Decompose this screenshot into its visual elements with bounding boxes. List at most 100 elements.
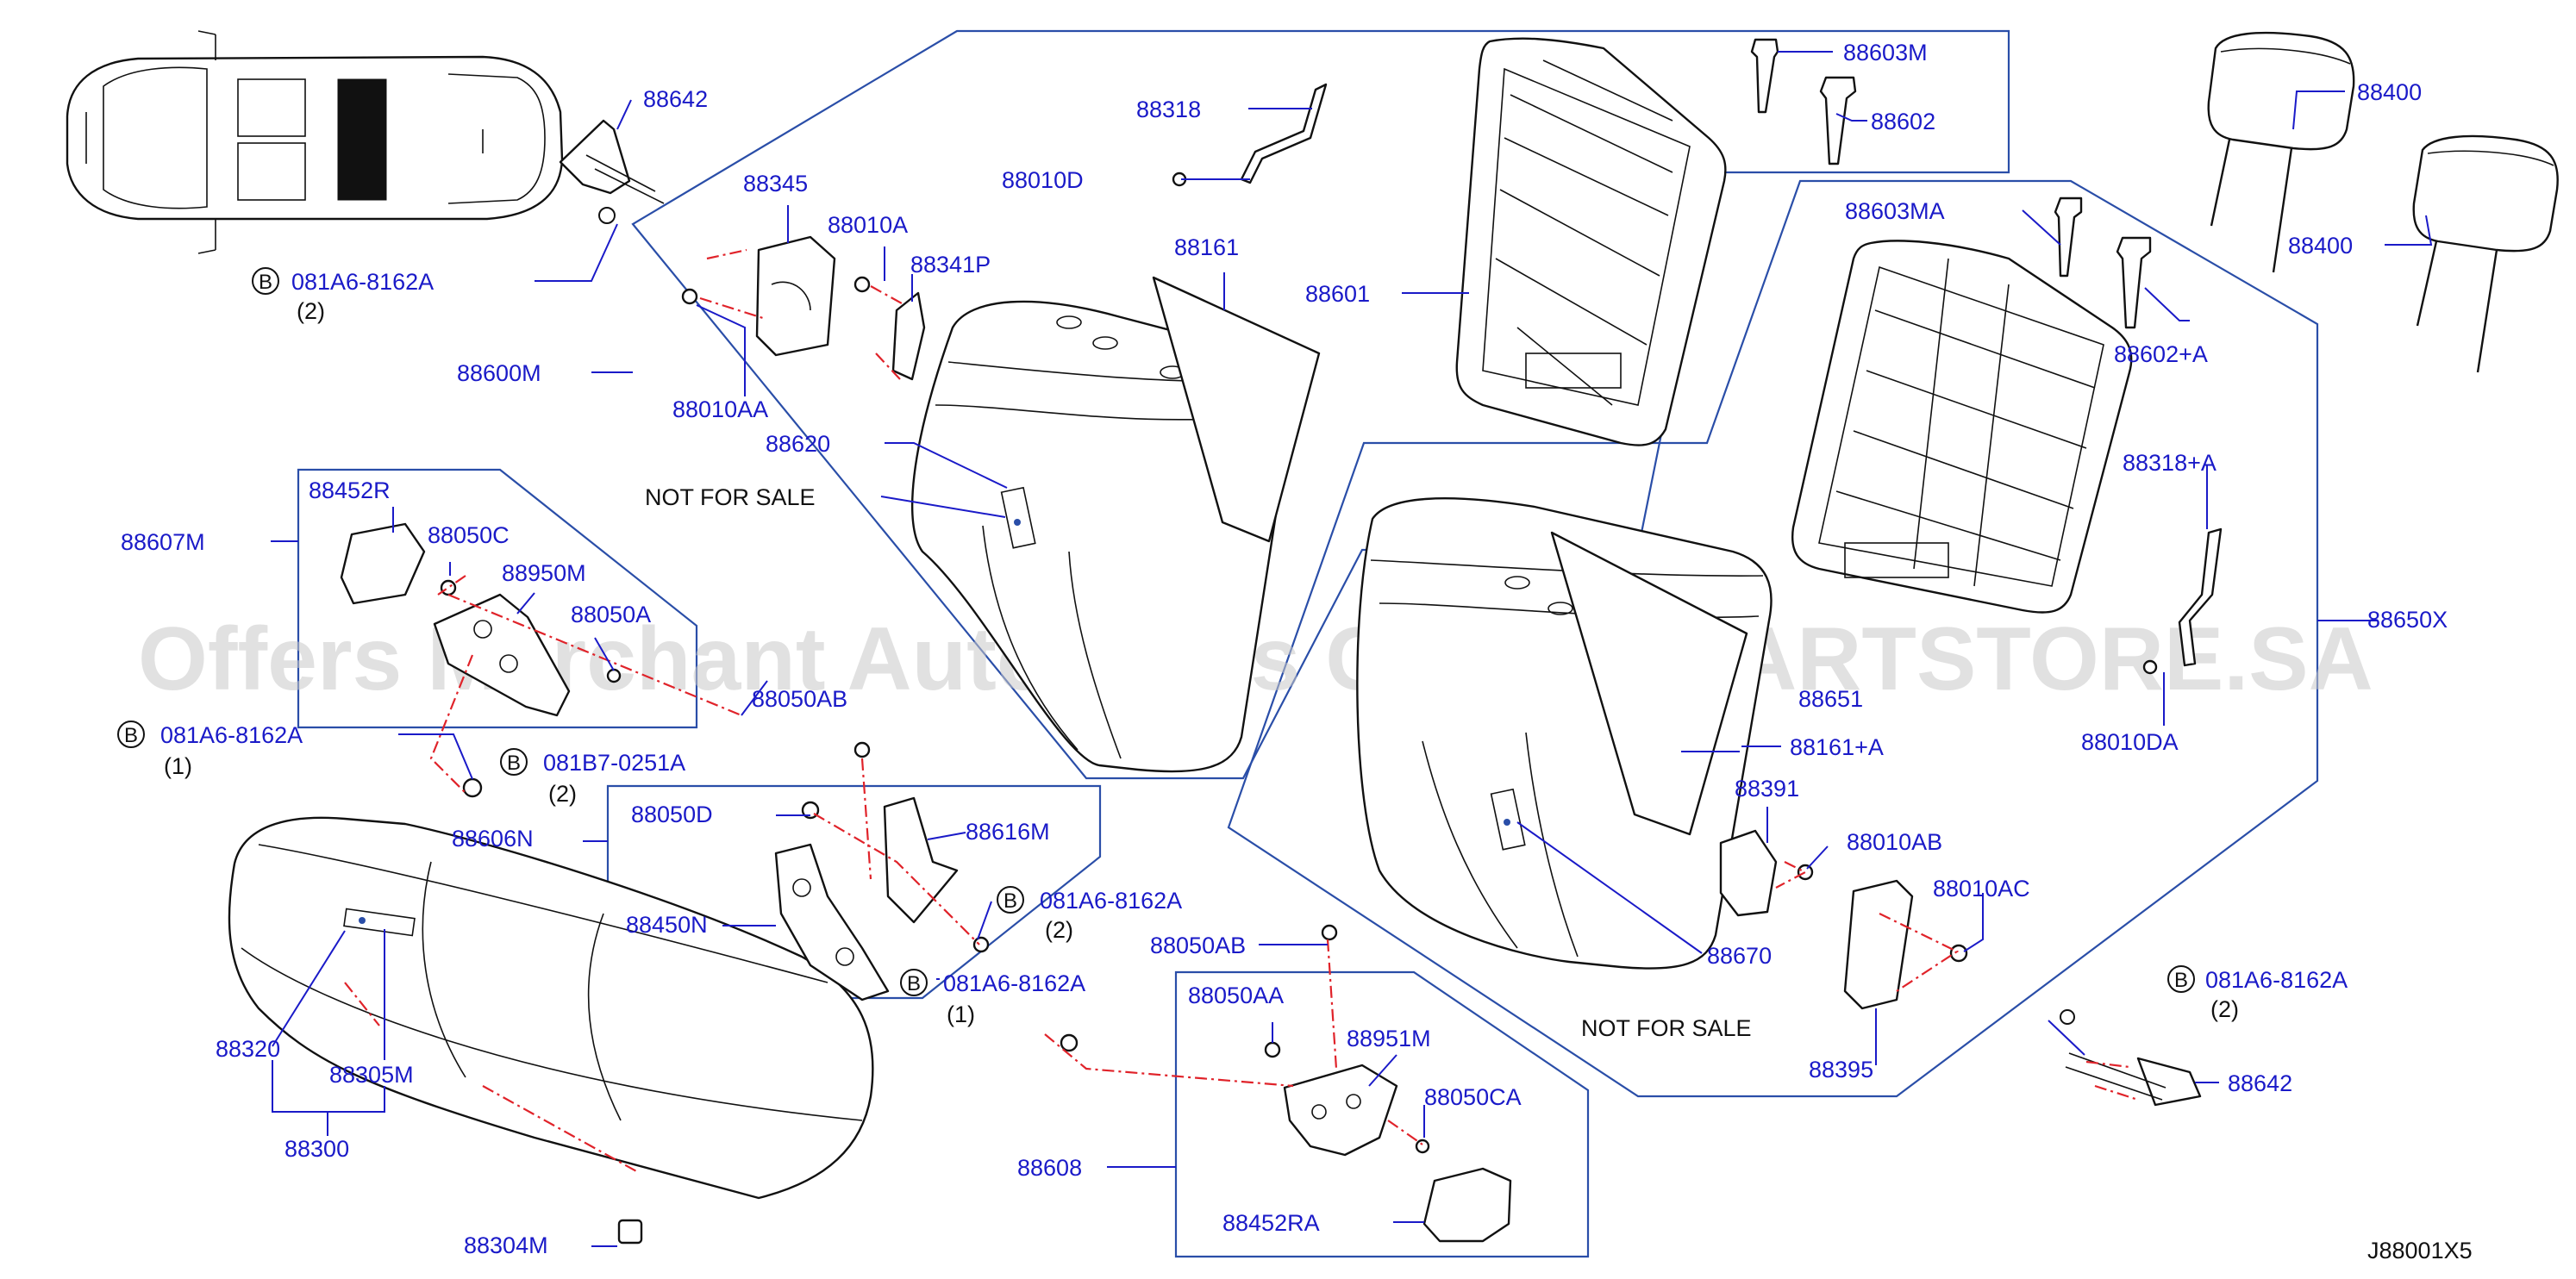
bolt-symbol-icon (2167, 965, 2195, 993)
rod-88318A (2178, 527, 2223, 667)
leader-lines (271, 51, 2433, 1247)
label-88602[interactable]: 88602 (1871, 109, 1935, 134)
guide-88603M (1750, 38, 1779, 114)
label-88603M[interactable]: 88603M (1843, 40, 1928, 66)
part-labels: 88642 B 081A6-8162A (2) 88600M 88345 880… (117, 40, 2473, 1263)
label-88320[interactable]: 88320 (216, 1036, 280, 1062)
bracket-88642-top (559, 119, 665, 224)
right-seatback-group-outline (1227, 179, 2319, 1098)
label-88400-a[interactable]: 88400 (2357, 79, 2422, 105)
bolt-symbol-text: B (1004, 889, 1017, 913)
label-88305M[interactable]: 88305M (329, 1062, 414, 1088)
headrest-88400-a (2207, 31, 2355, 273)
label-88642-right[interactable]: 88642 (2228, 1070, 2292, 1096)
cover-88345 (755, 235, 836, 357)
label-88341P[interactable]: 88341P (910, 252, 991, 278)
label-88050AB-left[interactable]: 88050AB (752, 686, 847, 712)
label-88642-top[interactable]: 88642 (643, 86, 708, 112)
label-88608[interactable]: 88608 (1017, 1155, 1082, 1181)
label-88050C[interactable]: 88050C (428, 522, 510, 548)
label-88161A[interactable]: 88161+A (1790, 734, 1884, 760)
label-88161[interactable]: 88161 (1174, 234, 1239, 260)
guide-88602A (2116, 236, 2152, 329)
label-88345[interactable]: 88345 (743, 171, 808, 197)
label-88603MA[interactable]: 88603MA (1845, 198, 1945, 224)
bracket-88642-right (2060, 1009, 2202, 1107)
bolt-symbol-icon (117, 721, 145, 748)
cover-88452RA (1422, 1167, 1512, 1243)
label-081A6-mid2[interactable]: 081A6-8162A (1040, 888, 1182, 914)
assembly-dashed-lines (344, 248, 2139, 1173)
label-88450N[interactable]: 88450N (626, 912, 708, 938)
rod-88318 (1240, 83, 1328, 184)
label-88670[interactable]: 88670 (1707, 943, 1772, 969)
bolt-symbol-icon (500, 748, 528, 776)
label-88010AA[interactable]: 88010AA (672, 396, 768, 422)
label-88651[interactable]: 88651 (1798, 686, 1863, 712)
label-88318A[interactable]: 88318+A (2123, 450, 2216, 476)
bolt-symbol-icon (252, 267, 279, 295)
label-081A6-mid1[interactable]: 081A6-8162A (943, 970, 1085, 996)
cover-88452R (340, 522, 426, 605)
label-88950M[interactable]: 88950M (502, 560, 586, 586)
label-081A6-left[interactable]: 081A6-8162A (160, 722, 303, 748)
bracket-88395 (1843, 879, 1914, 1010)
label-88010AB[interactable]: 88010AB (1847, 829, 1942, 855)
hinge-88391 (1719, 829, 1778, 917)
label-88318[interactable]: 88318 (1136, 97, 1201, 122)
hinge-88450N (774, 843, 890, 1001)
label-88620[interactable]: 88620 (766, 431, 830, 457)
seatback-frame-88601 (1455, 37, 1727, 446)
hinge-group-outline-88608 (1174, 970, 1590, 1258)
label-88010A[interactable]: 88010A (828, 212, 908, 238)
label-88606N[interactable]: 88606N (452, 826, 534, 852)
label-88650X[interactable]: 88650X (2367, 607, 2448, 633)
label-88050CA[interactable]: 88050CA (1424, 1084, 1522, 1110)
label-88050AB-mid[interactable]: 88050AB (1150, 933, 1246, 958)
seatback-board-88161A (1550, 531, 1748, 836)
qty-b7: (2) (548, 781, 577, 807)
label-88050AA[interactable]: 88050AA (1188, 983, 1284, 1008)
label-88395[interactable]: 88395 (1809, 1057, 1873, 1082)
hinge-group-outline-88607M (297, 468, 698, 729)
seat-cushion-88300 (228, 816, 874, 1200)
label-88607M[interactable]: 88607M (121, 529, 205, 555)
label-88452RA[interactable]: 88452RA (1222, 1210, 1320, 1236)
label-88600M[interactable]: 88600M (457, 360, 541, 386)
not-for-sale-left: NOT FOR SALE (645, 484, 816, 510)
label-88010AC[interactable]: 88010AC (1933, 876, 2030, 902)
vehicle-locator-icon (66, 30, 564, 254)
label-081B7[interactable]: 081B7-0251A (543, 750, 685, 776)
bolts (440, 172, 2158, 1154)
label-88050A[interactable]: 88050A (571, 602, 651, 627)
hinge-88951M (1283, 1064, 1398, 1157)
not-for-sale-right: NOT FOR SALE (1581, 1015, 1752, 1041)
label-88616M[interactable]: 88616M (966, 819, 1050, 845)
label-88452R[interactable]: 88452R (309, 477, 391, 503)
seatback-frame-88650X (1791, 240, 2133, 614)
bolt-symbol-text: B (124, 724, 138, 747)
label-081A6-top[interactable]: 081A6-8162A (291, 269, 434, 295)
bolt-symbol-icon (997, 886, 1024, 914)
label-88304M[interactable]: 88304M (464, 1232, 548, 1258)
bolt-symbol-text: B (507, 752, 521, 775)
qty-mid1: (1) (947, 1001, 975, 1027)
clip-88304M (617, 1219, 643, 1245)
guide-88603MA (2054, 197, 2083, 278)
label-88602A[interactable]: 88602+A (2114, 341, 2208, 367)
label-88010D[interactable]: 88010D (1002, 167, 1084, 193)
label-88400-b[interactable]: 88400 (2288, 233, 2353, 259)
label-88050D[interactable]: 88050D (631, 802, 713, 827)
label-081A6-right[interactable]: 081A6-8162A (2205, 967, 2348, 993)
label-88010DA[interactable]: 88010DA (2081, 729, 2179, 755)
hinge-88950M (433, 593, 571, 717)
bracket-88616M (883, 796, 959, 924)
seatback-board-88161 (1152, 276, 1321, 543)
label-88300[interactable]: 88300 (284, 1136, 349, 1162)
bolt-symbol-icon (900, 969, 928, 996)
label-88951M[interactable]: 88951M (1347, 1026, 1431, 1051)
qty-left: (1) (164, 753, 192, 779)
label-88601[interactable]: 88601 (1305, 281, 1370, 307)
bolt-symbol-text: B (259, 271, 272, 294)
label-88391[interactable]: 88391 (1735, 776, 1799, 802)
